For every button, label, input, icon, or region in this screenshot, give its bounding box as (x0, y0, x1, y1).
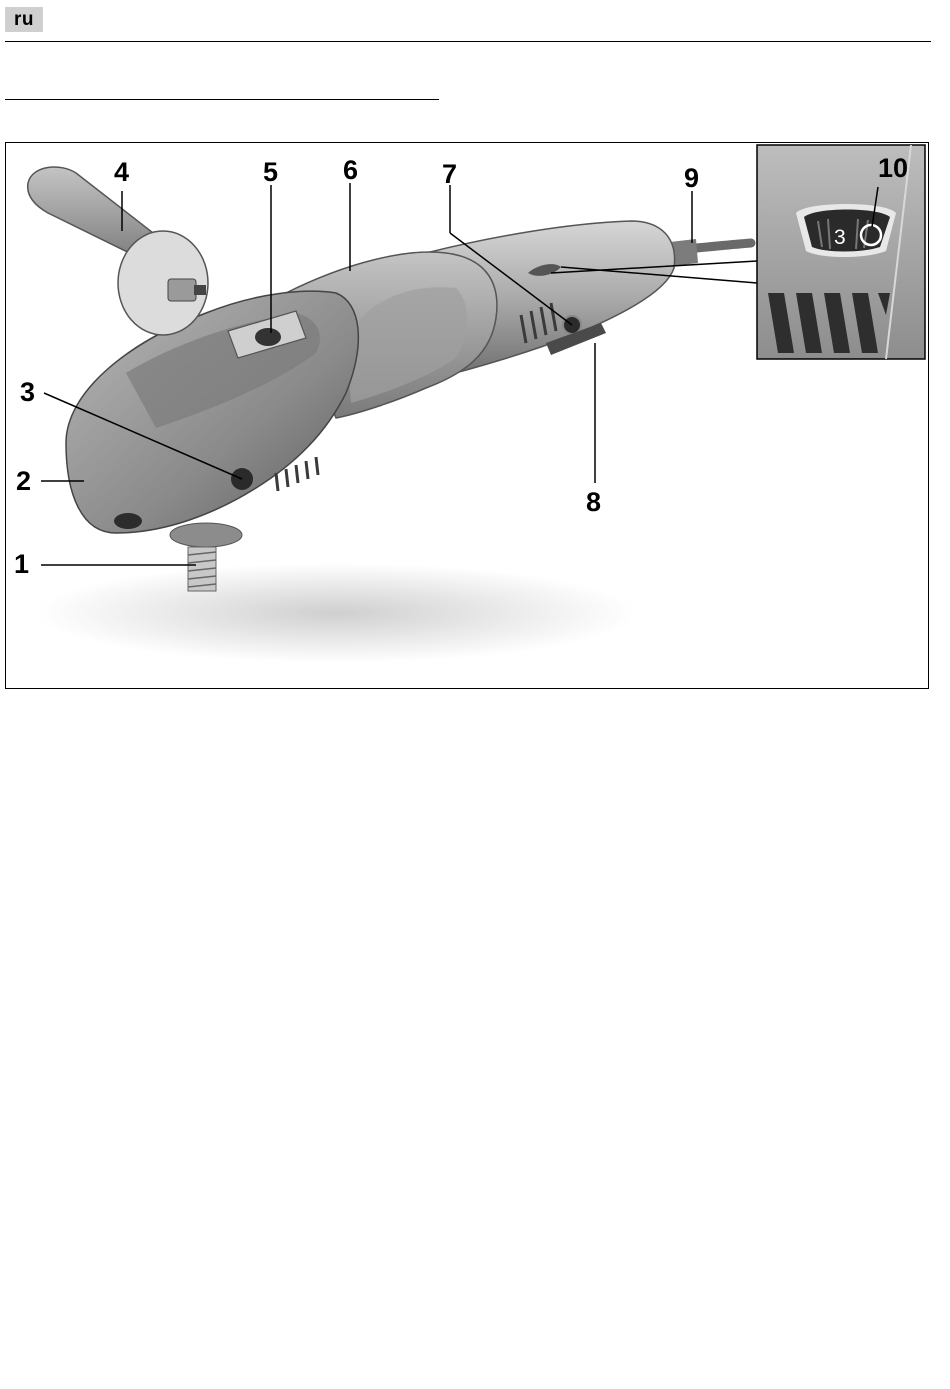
callout-2: 2 (16, 466, 31, 496)
head-front-cap (114, 513, 142, 529)
auxiliary-handle-bolt (194, 285, 206, 295)
spindle-lock-button[interactable] (255, 328, 281, 346)
floor-shadow (36, 563, 636, 663)
callout-8: 8 (586, 487, 601, 517)
callout-1: 1 (14, 549, 29, 579)
product-figure: 3 1 2 3 4 5 6 7 8 9 10 (5, 142, 929, 689)
callout-4: 4 (114, 157, 129, 187)
callout-3: 3 (20, 377, 35, 407)
callout-5: 5 (263, 157, 278, 187)
section-rule (5, 99, 439, 100)
dial-value-label: 3 (834, 226, 846, 249)
language-badge: ru (5, 7, 43, 32)
header-rule (5, 41, 931, 42)
callout-7: 7 (442, 159, 457, 189)
callout-9: 9 (684, 163, 699, 193)
callout-6: 6 (343, 155, 358, 185)
callout-10: 10 (878, 153, 908, 183)
polisher-illustration: 3 1 2 3 4 5 6 7 8 9 10 (6, 143, 927, 687)
auxiliary-handle-nut (168, 279, 196, 301)
spindle-collar (170, 523, 242, 547)
